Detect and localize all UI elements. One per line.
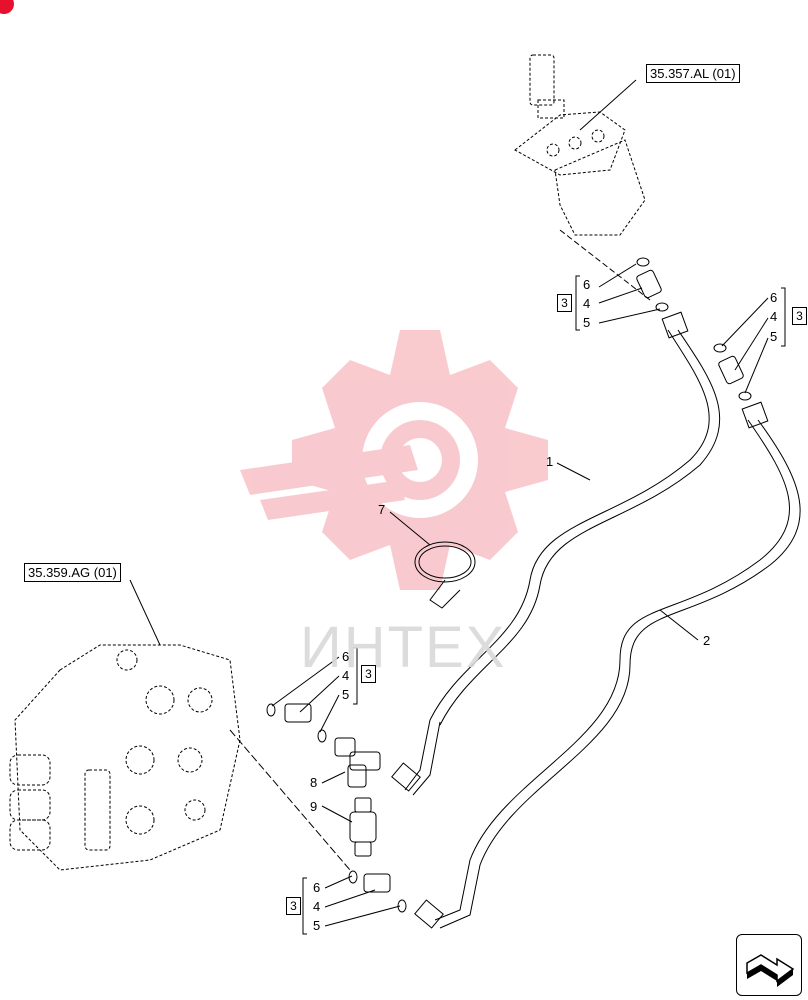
callout-group-right-item: 6 <box>770 290 778 305</box>
ref-control-valve[interactable]: 35.359.AG (01) <box>24 563 121 582</box>
hose-1 <box>391 311 721 796</box>
group-box-middle[interactable]: 3 <box>361 665 376 683</box>
ref-steering-unit[interactable]: 35.357.AL (01) <box>646 64 740 83</box>
next-page-button[interactable] <box>736 934 802 996</box>
callout-hose-1: 1 <box>546 454 554 469</box>
callout-hose-2: 2 <box>703 633 711 648</box>
callout-group-bottom-item: 5 <box>313 918 321 933</box>
group-box-right[interactable]: 3 <box>792 307 807 325</box>
callout-group-right-item: 4 <box>770 309 778 324</box>
callout-group-right-item: 5 <box>770 329 778 344</box>
control-valve <box>9 644 351 871</box>
callout-group-bottom-item: 6 <box>313 880 321 895</box>
hose-clamp <box>414 541 476 609</box>
watermark-logo <box>240 330 548 590</box>
callout-group-top-item: 6 <box>583 277 591 292</box>
callout-clamp: 7 <box>378 502 386 517</box>
hose-2 <box>414 401 801 929</box>
steering-unit <box>514 54 651 301</box>
fittings <box>266 257 752 913</box>
next-page-arrow-icon <box>746 954 795 987</box>
group-box-top[interactable]: 3 <box>557 294 572 312</box>
callout-group-top-item: 4 <box>583 296 591 311</box>
leader-lines <box>129 79 769 927</box>
callout-group-top-item: 5 <box>583 315 591 330</box>
callout-group-middle-item: 6 <box>342 649 350 664</box>
callout-group-bottom-item: 4 <box>313 899 321 914</box>
callout-group-middle-item: 5 <box>342 687 350 702</box>
callout-group-middle-item: 4 <box>342 668 350 683</box>
group-brackets <box>302 275 786 935</box>
group-box-bottom[interactable]: 3 <box>286 897 301 915</box>
red-dot-icon <box>0 0 14 14</box>
watermark-text: ИНТЕХ <box>300 615 507 680</box>
callout-tee: 8 <box>310 775 318 790</box>
tee-fitting <box>334 737 381 788</box>
pressure-valve <box>349 797 377 857</box>
callout-valve: 9 <box>310 799 318 814</box>
